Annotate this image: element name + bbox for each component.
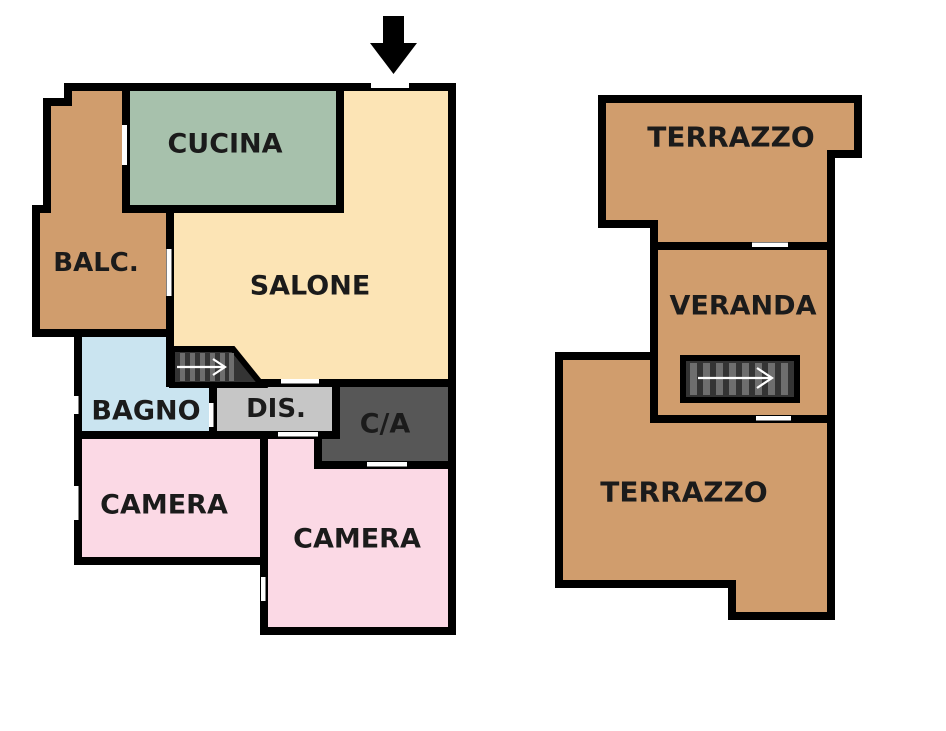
staircase-lower-icon [169,346,269,388]
window-opening-camera-1 [74,486,79,520]
room-label-disimpegno: DIS. [246,394,306,424]
room-label-terrazzo-1: TERRAZZO [647,121,814,154]
door-opening-salone-balcone [166,249,172,296]
room-label-balcone: BALC. [53,248,138,278]
room-label-terrazzo-2: TERRAZZO [600,476,767,509]
room-label-salone: SALONE [250,271,371,302]
room-labels: CUCINA SALONE BALC. BAGNO DIS. C/A CAMER… [53,121,816,555]
window-opening-bagno [74,396,79,414]
entrance-door-opening [371,83,409,88]
room-label-cucina: CUCINA [167,129,282,160]
door-opening-cavedio-camera-2 [367,462,407,467]
terrace-plan [555,95,862,620]
stairs-direction-arrow-icon [177,358,227,376]
entrance-arrow-icon [370,16,417,74]
door-opening-disimpegno-camera-2 [278,432,318,437]
stairs-direction-arrow-icon [698,367,774,389]
door-opening-bagno-disimpegno [209,403,214,427]
room-label-cavedio: C/A [360,409,411,440]
staircase-upper-icon [680,355,800,403]
door-opening-cucina-balcone [122,125,127,165]
room-label-bagno: BAGNO [91,396,200,427]
room-label-veranda: VERANDA [670,291,817,322]
window-opening-camera-2 [261,577,266,601]
apartment-plan [32,16,456,635]
room-label-camera-1: CAMERA [100,490,228,521]
room-label-camera-2: CAMERA [293,524,421,555]
door-opening-salone-disimpegno [281,379,319,384]
door-opening-veranda-terrazzo [756,416,791,421]
door-opening-terrazzo-veranda [752,242,788,247]
